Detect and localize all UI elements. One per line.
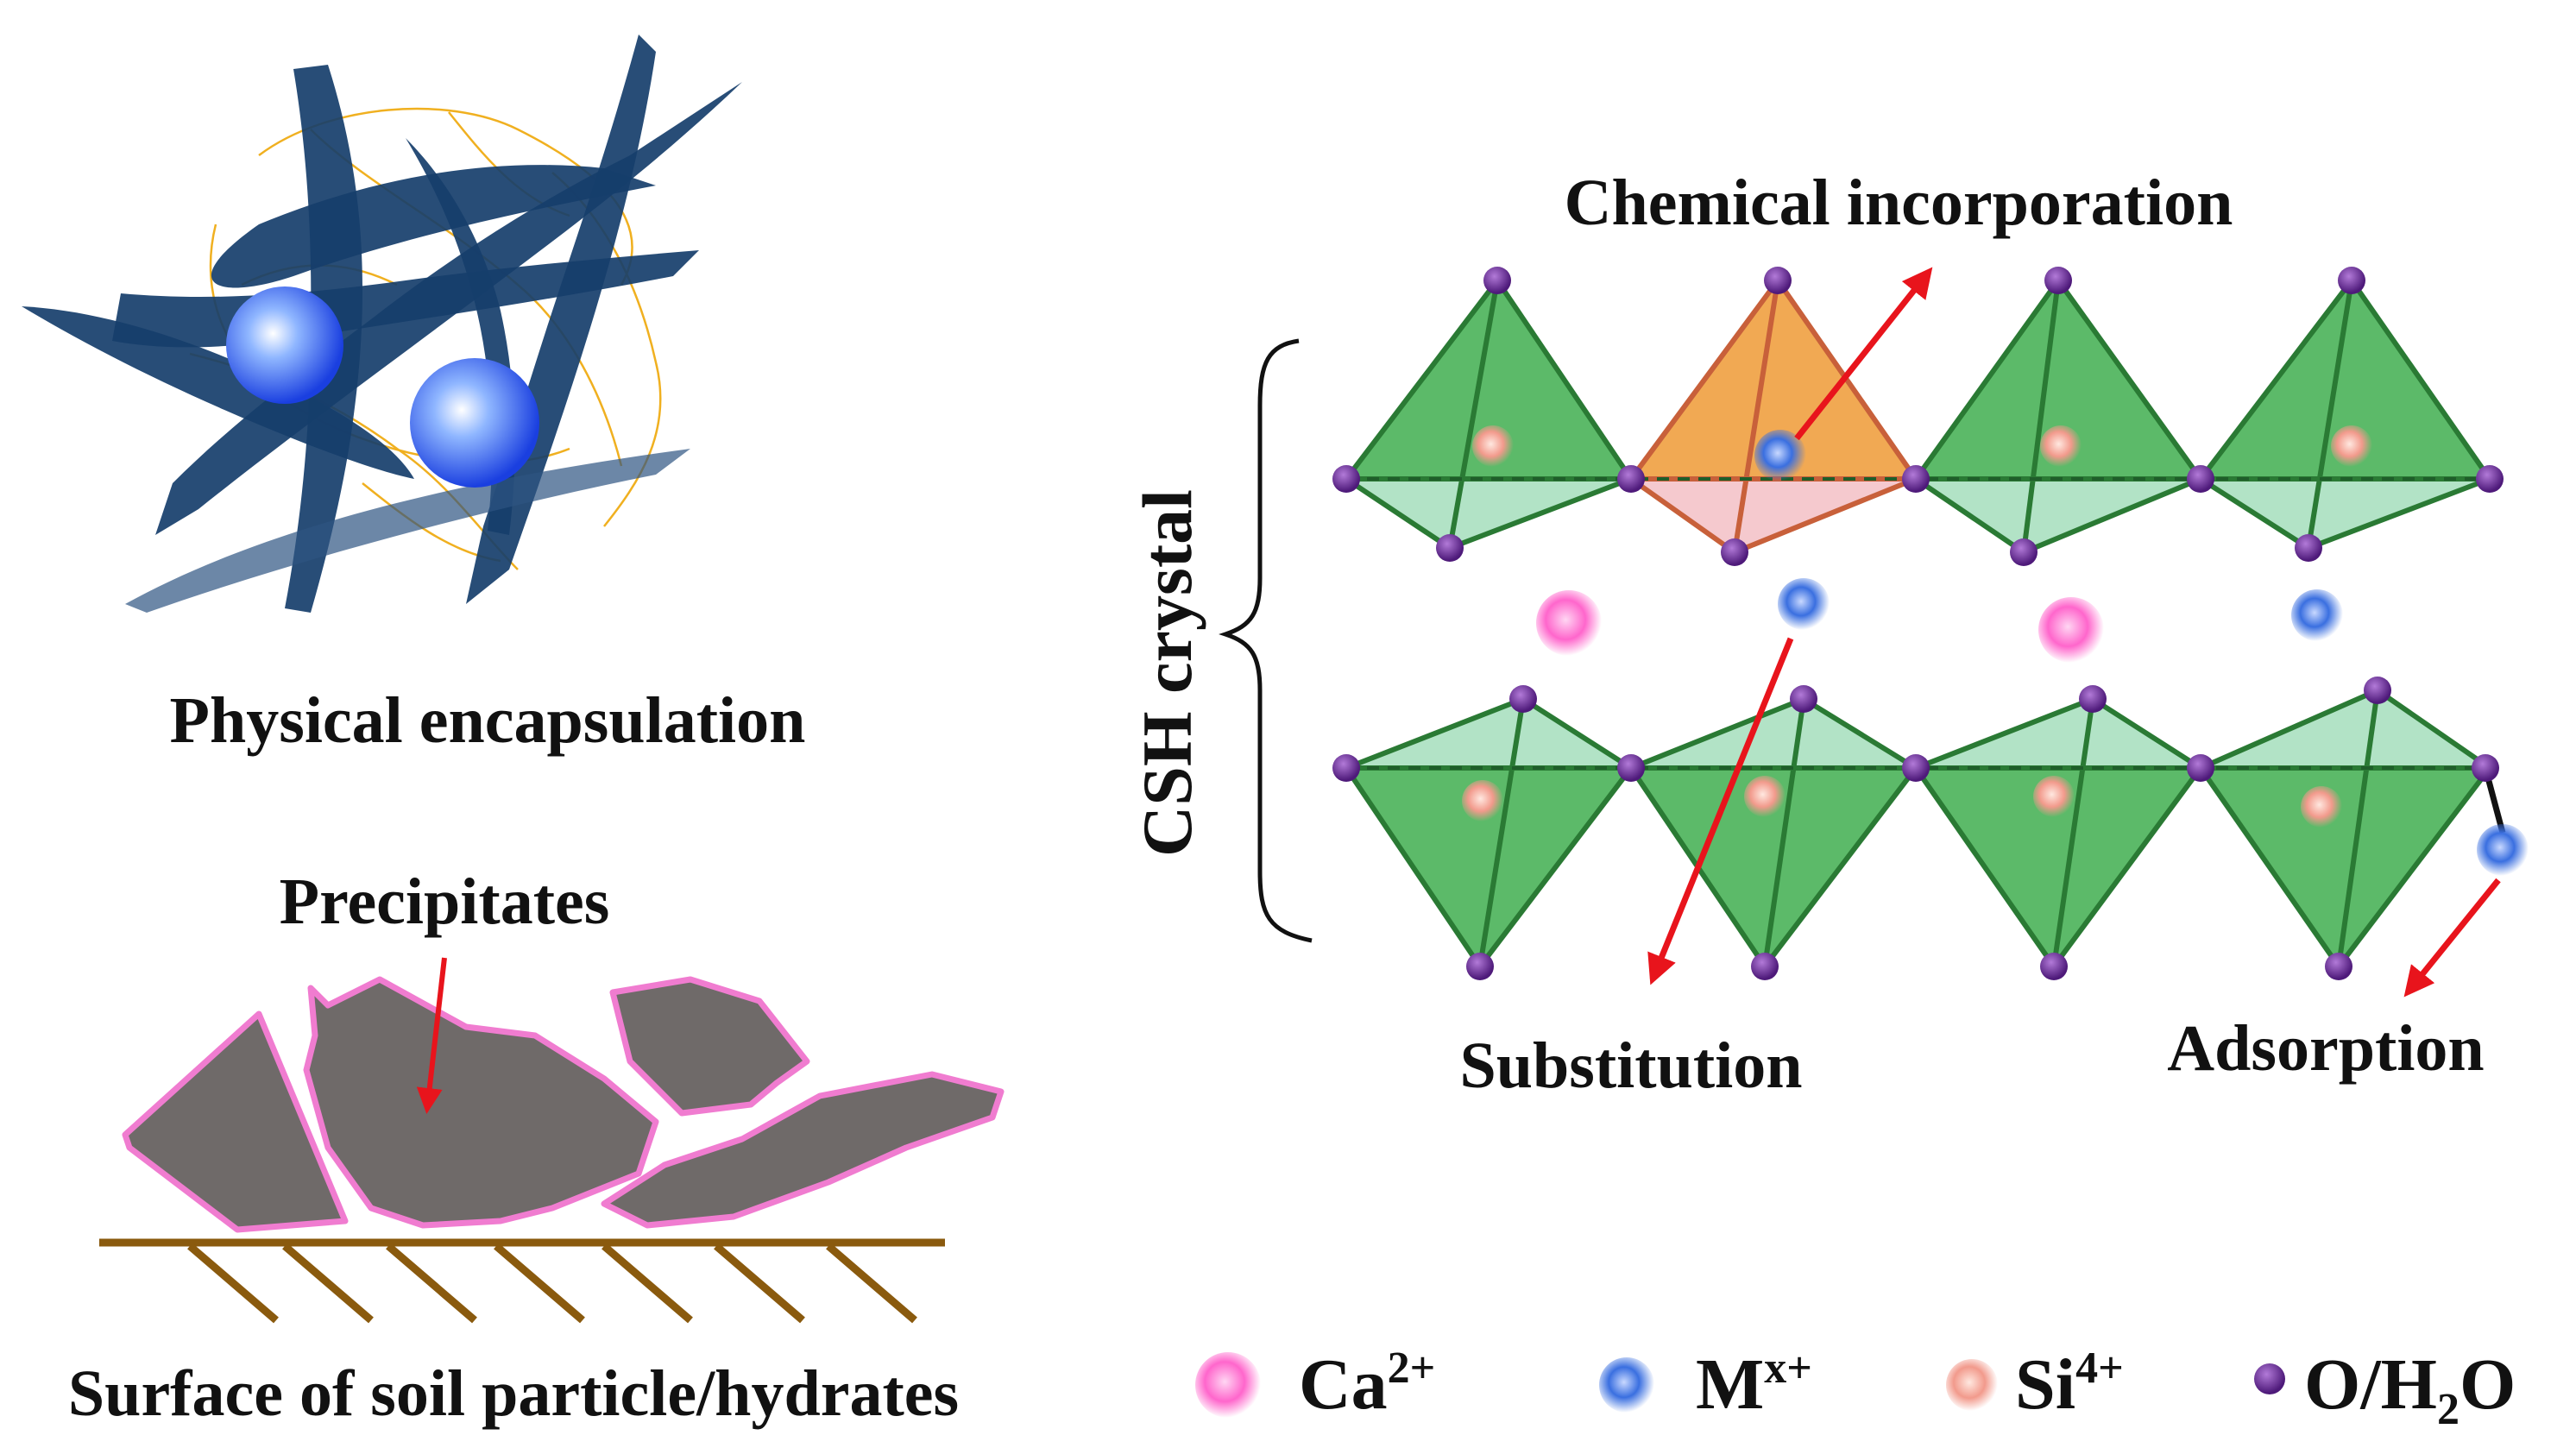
legend: Ca2+ Mx+ Si4+ O/H2O — [1195, 1344, 2516, 1434]
precipitates-pointer-arrow — [416, 957, 447, 1114]
fiber-sheet-light — [125, 449, 690, 613]
legend-ca-text: Ca2+ — [1299, 1344, 1435, 1425]
physical-encapsulation-label: Physical encapsulation — [170, 684, 806, 757]
legend-si-swatch — [1946, 1359, 1998, 1411]
oxygen-atoms — [1332, 267, 2504, 980]
m-ion — [1778, 578, 1830, 630]
tetrahedron-lower-1 — [1344, 765, 1634, 969]
m-ion-adsorbed — [2477, 824, 2529, 876]
surface-label: Surface of soil particle/hydrates — [68, 1357, 959, 1430]
m-ion-incorporated — [1754, 430, 1806, 482]
legend-m-swatch — [1599, 1357, 1654, 1413]
adsorption-label: Adsorption — [2167, 1012, 2484, 1085]
csh-crystal-label: CSH crystal — [1128, 489, 1206, 857]
legend-item-o: O/H2O — [2254, 1344, 2516, 1434]
encapsulated-ion-right — [410, 358, 539, 488]
interlayer-ions — [1536, 430, 2343, 663]
legend-si-text: Si4+ — [2015, 1344, 2124, 1425]
lower-tetrahedra — [1344, 688, 2492, 969]
csh-brace — [1219, 338, 1313, 943]
legend-m-text: Mx+ — [1696, 1344, 1812, 1425]
legend-o-swatch — [2254, 1363, 2285, 1394]
chemical-incorporation-arrow — [1794, 267, 1933, 441]
ca-ion — [1536, 590, 1602, 656]
adsorption-arrow — [2403, 878, 2501, 998]
ca-ion — [2038, 597, 2104, 663]
physical-encapsulation-illustration — [22, 35, 742, 613]
encapsulated-ion-left — [226, 286, 343, 404]
legend-ca-swatch — [1195, 1352, 1261, 1418]
si-ions — [1462, 425, 2372, 828]
legend-item-m: Mx+ — [1599, 1344, 1812, 1425]
m-ion — [2291, 589, 2343, 641]
legend-item-si: Si4+ — [1946, 1344, 2124, 1425]
upper-tetrahedra — [1344, 278, 2492, 555]
substitution-label: Substitution — [1459, 1029, 1802, 1102]
precipitates-label: Precipitates — [280, 865, 610, 938]
soil-surface — [99, 1238, 945, 1324]
precipitate-particles — [122, 976, 1005, 1233]
legend-item-ca: Ca2+ — [1195, 1344, 1435, 1425]
chemical-incorporation-label: Chemical incorporation — [1565, 167, 2233, 239]
substitution-arrow — [1647, 637, 1794, 985]
legend-o-text: O/H2O — [2304, 1344, 2516, 1434]
